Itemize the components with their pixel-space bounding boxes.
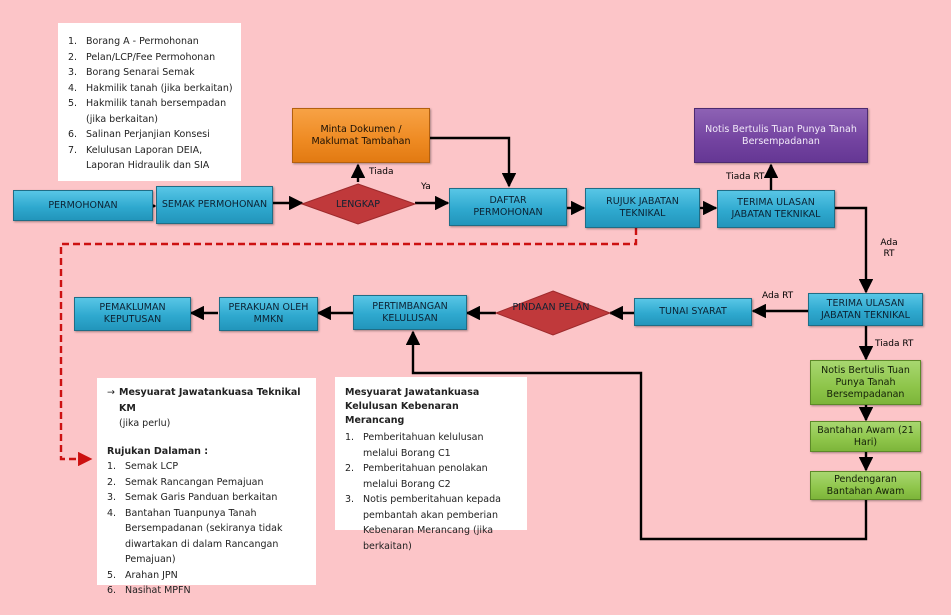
notes-jawatankuasa-kelulusan: Mesyuarat Jawatankuasa Kelulusan Kebenar… xyxy=(335,377,527,552)
list-item: 5.Arahan JPN xyxy=(107,569,178,581)
decision-lengkap-label: LENGKAP xyxy=(336,199,380,210)
decision-pindaan-shape xyxy=(494,290,612,336)
label-tiada: Tiada xyxy=(369,167,394,177)
list-item: 2.Pelan/LCP/Fee Permohonan xyxy=(68,51,216,63)
label-tiada-rt-bottom: Tiada RT xyxy=(875,339,914,349)
arrow-terima1-terima2 xyxy=(835,206,874,294)
list-item: 3.Semak Garis Panduan berkaitan xyxy=(107,492,278,503)
list-item: 1.Pemberitahuan kelulusan melalui Borang… xyxy=(345,432,484,459)
list-item: 6.Salinan Perjanjian Konsesi xyxy=(68,129,210,140)
node-bantahan-awam: Bantahan Awam (21 Hari) xyxy=(810,421,921,452)
notes-left-title: Mesyuarat Jawatankuasa Teknikal KM xyxy=(119,387,301,414)
list-item: 7.Kelulusan Laporan DEIA, Laporan Hidrau… xyxy=(68,144,210,172)
list-item: 4.Bantahan Tuanpunya Tanah Bersempadanan… xyxy=(107,507,283,566)
list-item: 3.Notis pemberitahuan kepada pembantah a… xyxy=(345,494,501,552)
node-pertimbangan-kelulusan: PERTIMBANGAN KELULUSAN xyxy=(353,295,467,330)
checklist-note: 1.Borang A - Permohonan 2.Pelan/LCP/Fee P… xyxy=(58,23,241,181)
notes-left-section: Rujukan Dalaman : xyxy=(107,445,209,457)
notes-jawatankuasa-teknikal: → Mesyuarat Jawatankuasa Teknikal KM (ji… xyxy=(97,378,316,596)
node-tunai-syarat: TUNAI SYARAT xyxy=(634,298,752,326)
decision-lengkap-shape xyxy=(300,183,417,225)
node-daftar-permohonan: DAFTAR PERMOHONAN xyxy=(449,188,567,226)
node-pendengaran-bantahan: Pendengaran Bantahan Awam xyxy=(810,471,921,500)
label-ya: Ya xyxy=(421,182,431,192)
node-terima-ulasan-2: TERIMA ULASAN JABATAN TEKNIKAL xyxy=(808,293,923,326)
label-ada-rt-mid: Ada RT xyxy=(762,291,794,301)
node-permohonan: PERMOHONAN xyxy=(13,190,153,221)
list-item: 4.Hakmilik tanah (jika berkaitan) xyxy=(68,82,233,94)
svg-text:PINDAAN PELAN: PINDAAN PELAN xyxy=(512,302,589,313)
arrow-minta-daftar xyxy=(430,136,517,188)
node-notis-bertulis-green: Notis Bertulis Tuan Punya Tanah Bersempa… xyxy=(810,360,921,405)
list-item: 6.Nasihat MPFN xyxy=(107,585,191,596)
list-item: 2.Semak Rancangan Pemajuan xyxy=(107,476,264,488)
dashed-connector-rujukan xyxy=(59,228,638,467)
list-item: 1.Borang A - Permohonan xyxy=(68,36,199,47)
notes-left-list: 1.Semak LCP 2.Semak Rancangan Pemajuan 3.S… xyxy=(107,459,308,599)
notes-mid-list: 1.Pemberitahuan kelulusan melalui Borang… xyxy=(345,430,519,554)
notes-left-subtitle: (jika perlu) xyxy=(119,418,171,429)
node-semak-permohonan: SEMAK PERMOHONAN xyxy=(156,186,273,224)
arrow-small-icon: → xyxy=(107,387,115,398)
node-minta-dokumen: Minta Dokumen / Maklumat Tambahan xyxy=(292,108,430,163)
checklist-list: 1.Borang A - Permohonan 2.Pelan/LCP/Fee P… xyxy=(68,34,233,174)
node-notis-bertulis-top: Notis Bertulis Tuan Punya Tanah Bersempa… xyxy=(694,108,868,163)
node-pemakluman-keputusan: PEMAKLUMAN KEPUTUSAN xyxy=(74,297,191,331)
arrow-pendengaran-pertimbangan xyxy=(405,330,868,541)
list-item: 1.Semak LCP xyxy=(107,461,179,472)
node-terima-ulasan-1: TERIMA ULASAN JABATAN TEKNIKAL xyxy=(717,190,835,228)
label-tiada-rt-top: Tiada RT xyxy=(726,172,765,182)
list-item: 2.Pemberitahuan penolakan melalui Borang… xyxy=(345,463,488,490)
node-perakuan-mmkn: PERAKUAN OLEH MMKN xyxy=(219,297,318,331)
decision-pindaan-label: PINDAAN PELAN xyxy=(512,302,589,313)
notes-mid-title: Mesyuarat Jawatankuasa Kelulusan Kebenar… xyxy=(345,387,480,426)
node-rujuk-jabatan-teknikal: RUJUK JABATAN TEKNIKAL xyxy=(585,188,700,228)
list-item: 3.Borang Senarai Semak xyxy=(68,67,195,78)
list-item: 5.Hakmilik tanah bersempadan (jika berka… xyxy=(68,98,227,125)
